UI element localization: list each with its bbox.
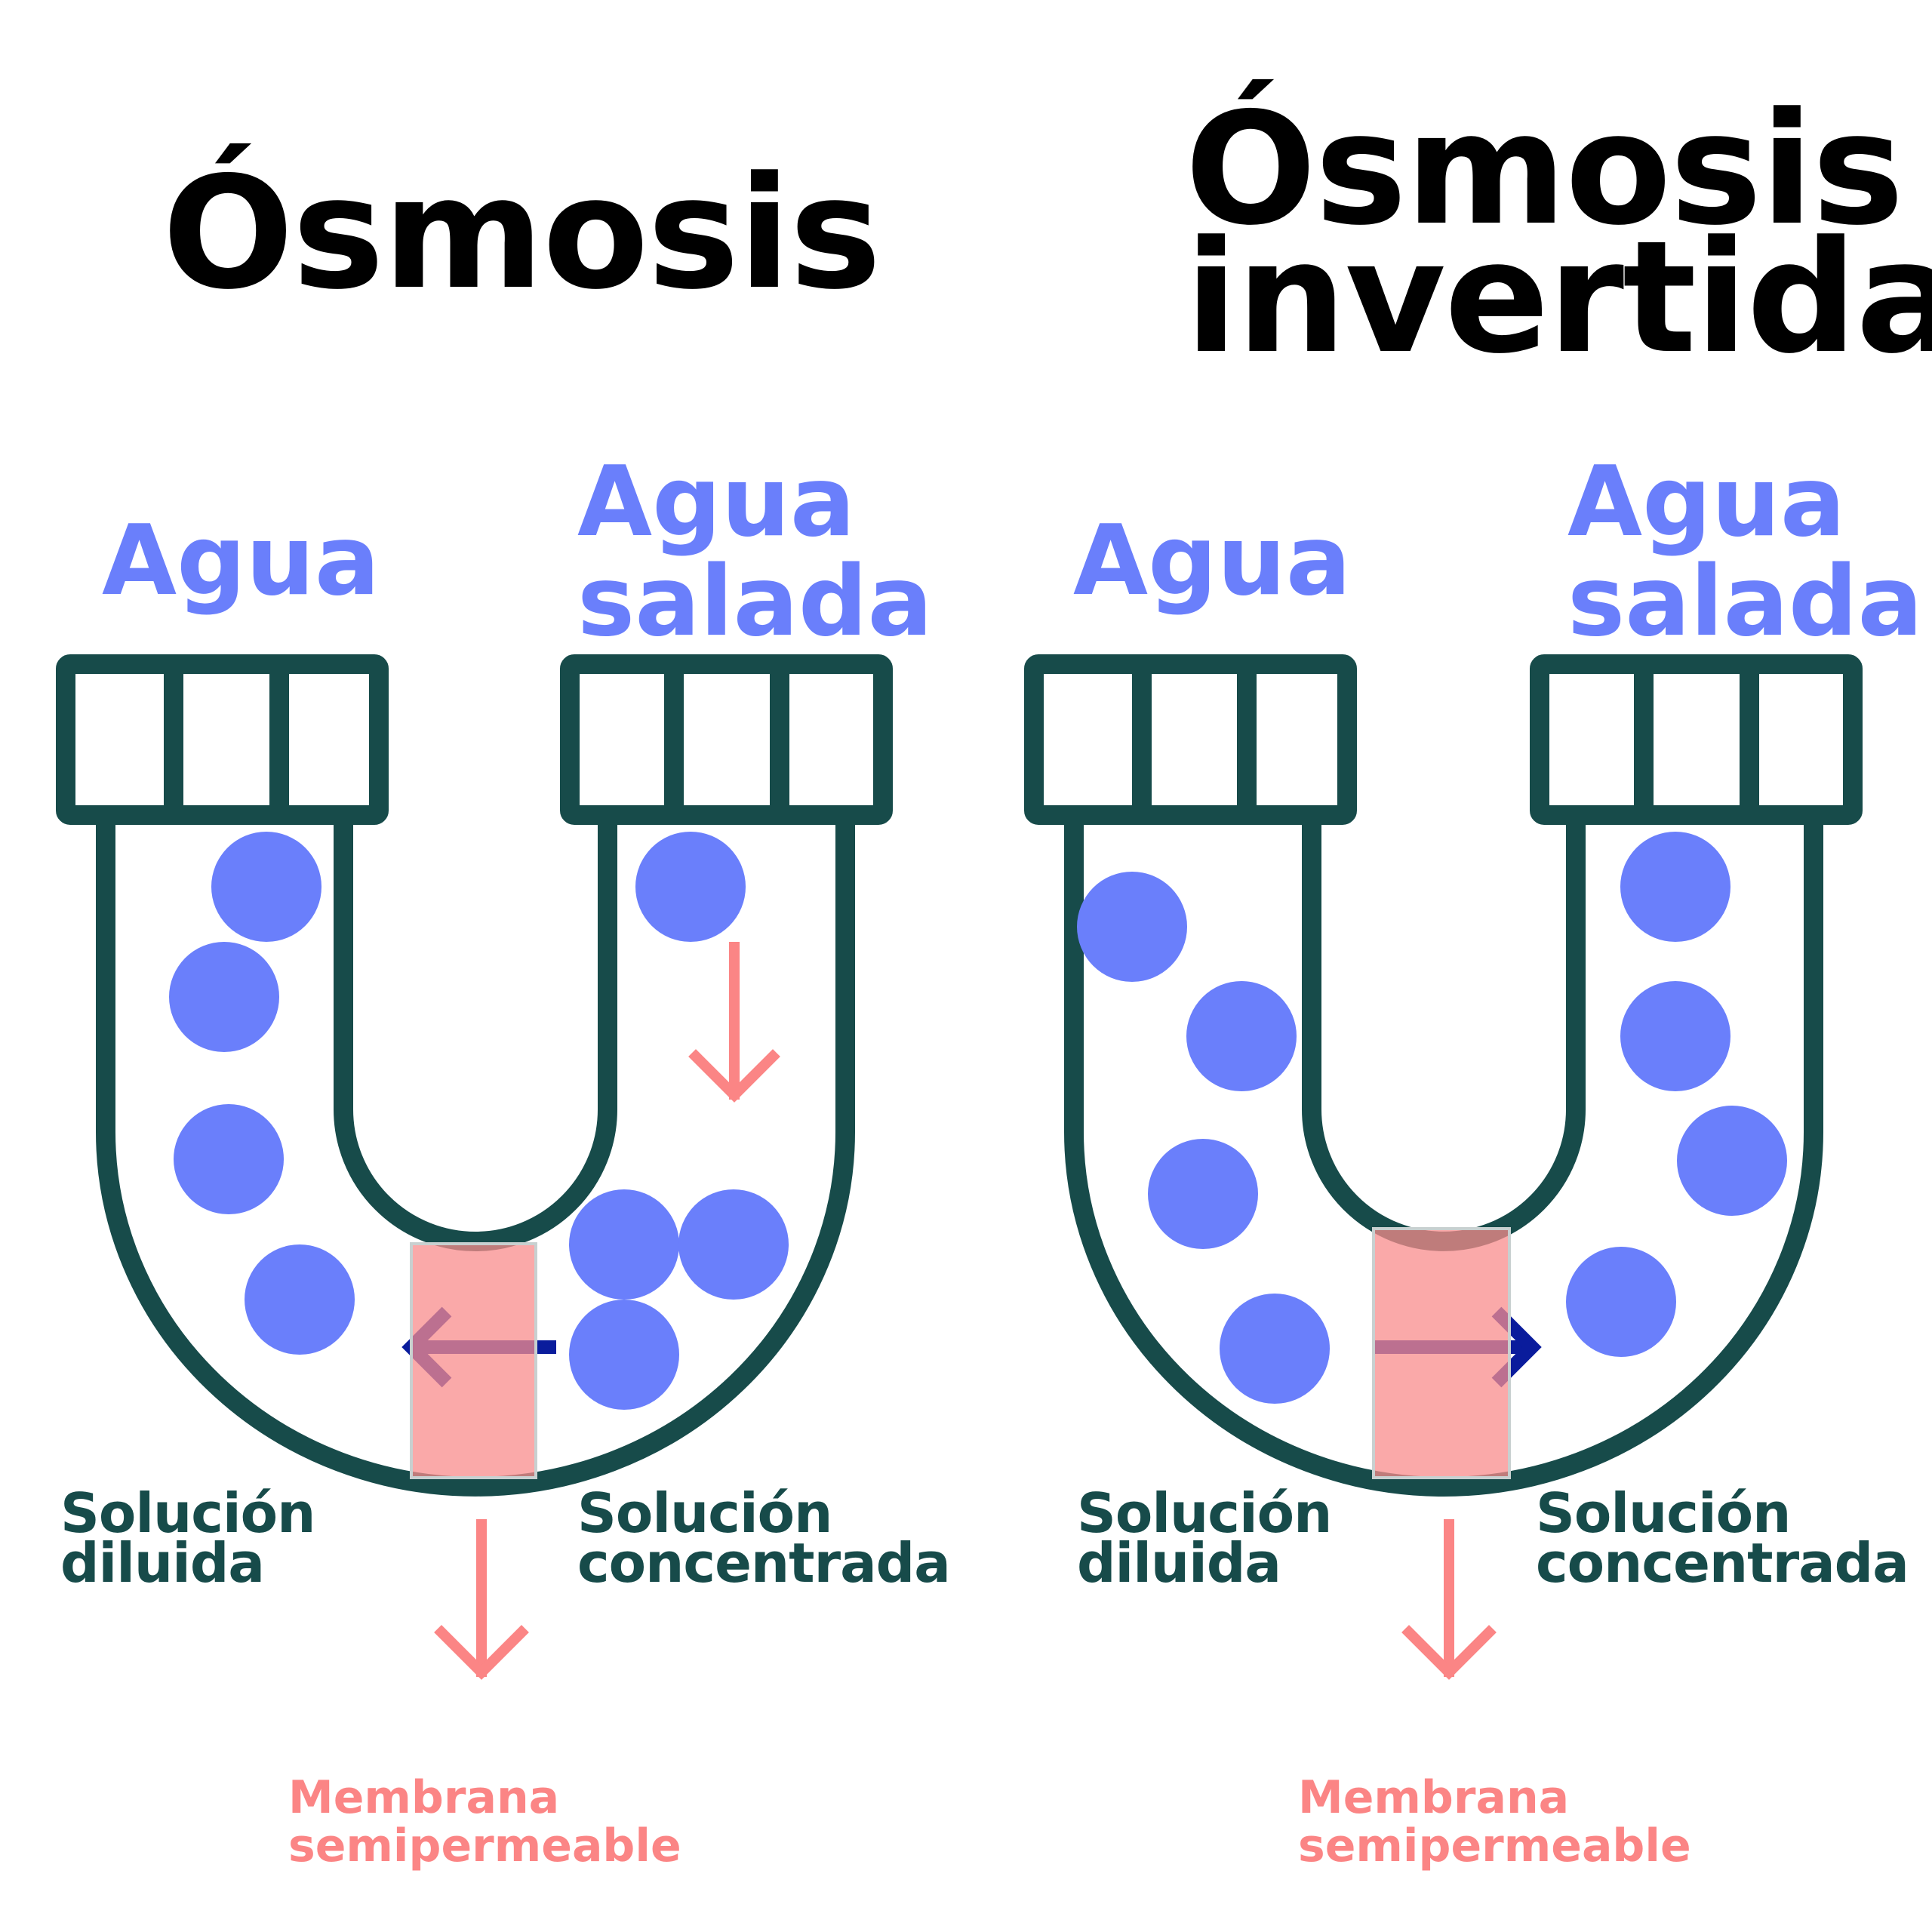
particle [1186, 981, 1297, 1091]
particle [1148, 1139, 1258, 1249]
panel-title: Ósmosis [162, 144, 881, 324]
u-tube-diagram [1024, 654, 1863, 1680]
water-label: Agua [1073, 505, 1352, 617]
salt-water-label: Agua salada [1567, 446, 1923, 658]
down-arrow-icon [434, 1519, 529, 1680]
semipermeable-membrane [1372, 1227, 1511, 1479]
dilute-solution-label: Solución diluida [1077, 1481, 1332, 1595]
down-arrow-icon [688, 942, 780, 1103]
particle [169, 942, 279, 1052]
particle [678, 1189, 789, 1300]
particle [245, 1244, 355, 1355]
salt-water-label: Agua salada [577, 446, 933, 658]
u-tube-outer-wall [1064, 825, 1823, 1497]
reverse-osmosis-panel: Ósmosis invertida [966, 0, 1932, 1932]
left-arm-cap [56, 654, 389, 825]
particle [1077, 872, 1187, 982]
membrane-label: Membrana semipermeable [1298, 1771, 1691, 1872]
particle [569, 1189, 679, 1300]
concentrated-solution-label: Solución concentrada [577, 1481, 951, 1595]
u-tube-outer-wall [96, 825, 855, 1497]
particle [635, 832, 746, 942]
particle [211, 832, 321, 942]
right-arm-cap [1530, 654, 1863, 825]
u-tube-diagram [56, 654, 893, 1680]
down-arrow-icon [1401, 1519, 1497, 1680]
semipermeable-membrane [410, 1242, 537, 1479]
concentrated-solution-label: Solución concentrada [1536, 1481, 1909, 1595]
particle [1677, 1106, 1787, 1216]
left-arm-cap [1024, 654, 1357, 825]
right-arm-cap [560, 654, 893, 825]
u-tube-inner-wall [1302, 825, 1586, 1251]
membrane-label: Membrana semipermeable [288, 1771, 681, 1872]
u-tube-inner-wall [334, 825, 617, 1251]
particle [569, 1300, 679, 1410]
water-label: Agua [102, 505, 380, 617]
osmosis-panel: Ósmosis [56, 144, 951, 1872]
particle [1566, 1247, 1676, 1357]
dilute-solution-label: Solución diluida [60, 1481, 315, 1595]
particle [1220, 1294, 1330, 1404]
particle [1620, 832, 1730, 942]
particle [1620, 981, 1730, 1091]
particle [174, 1104, 284, 1214]
